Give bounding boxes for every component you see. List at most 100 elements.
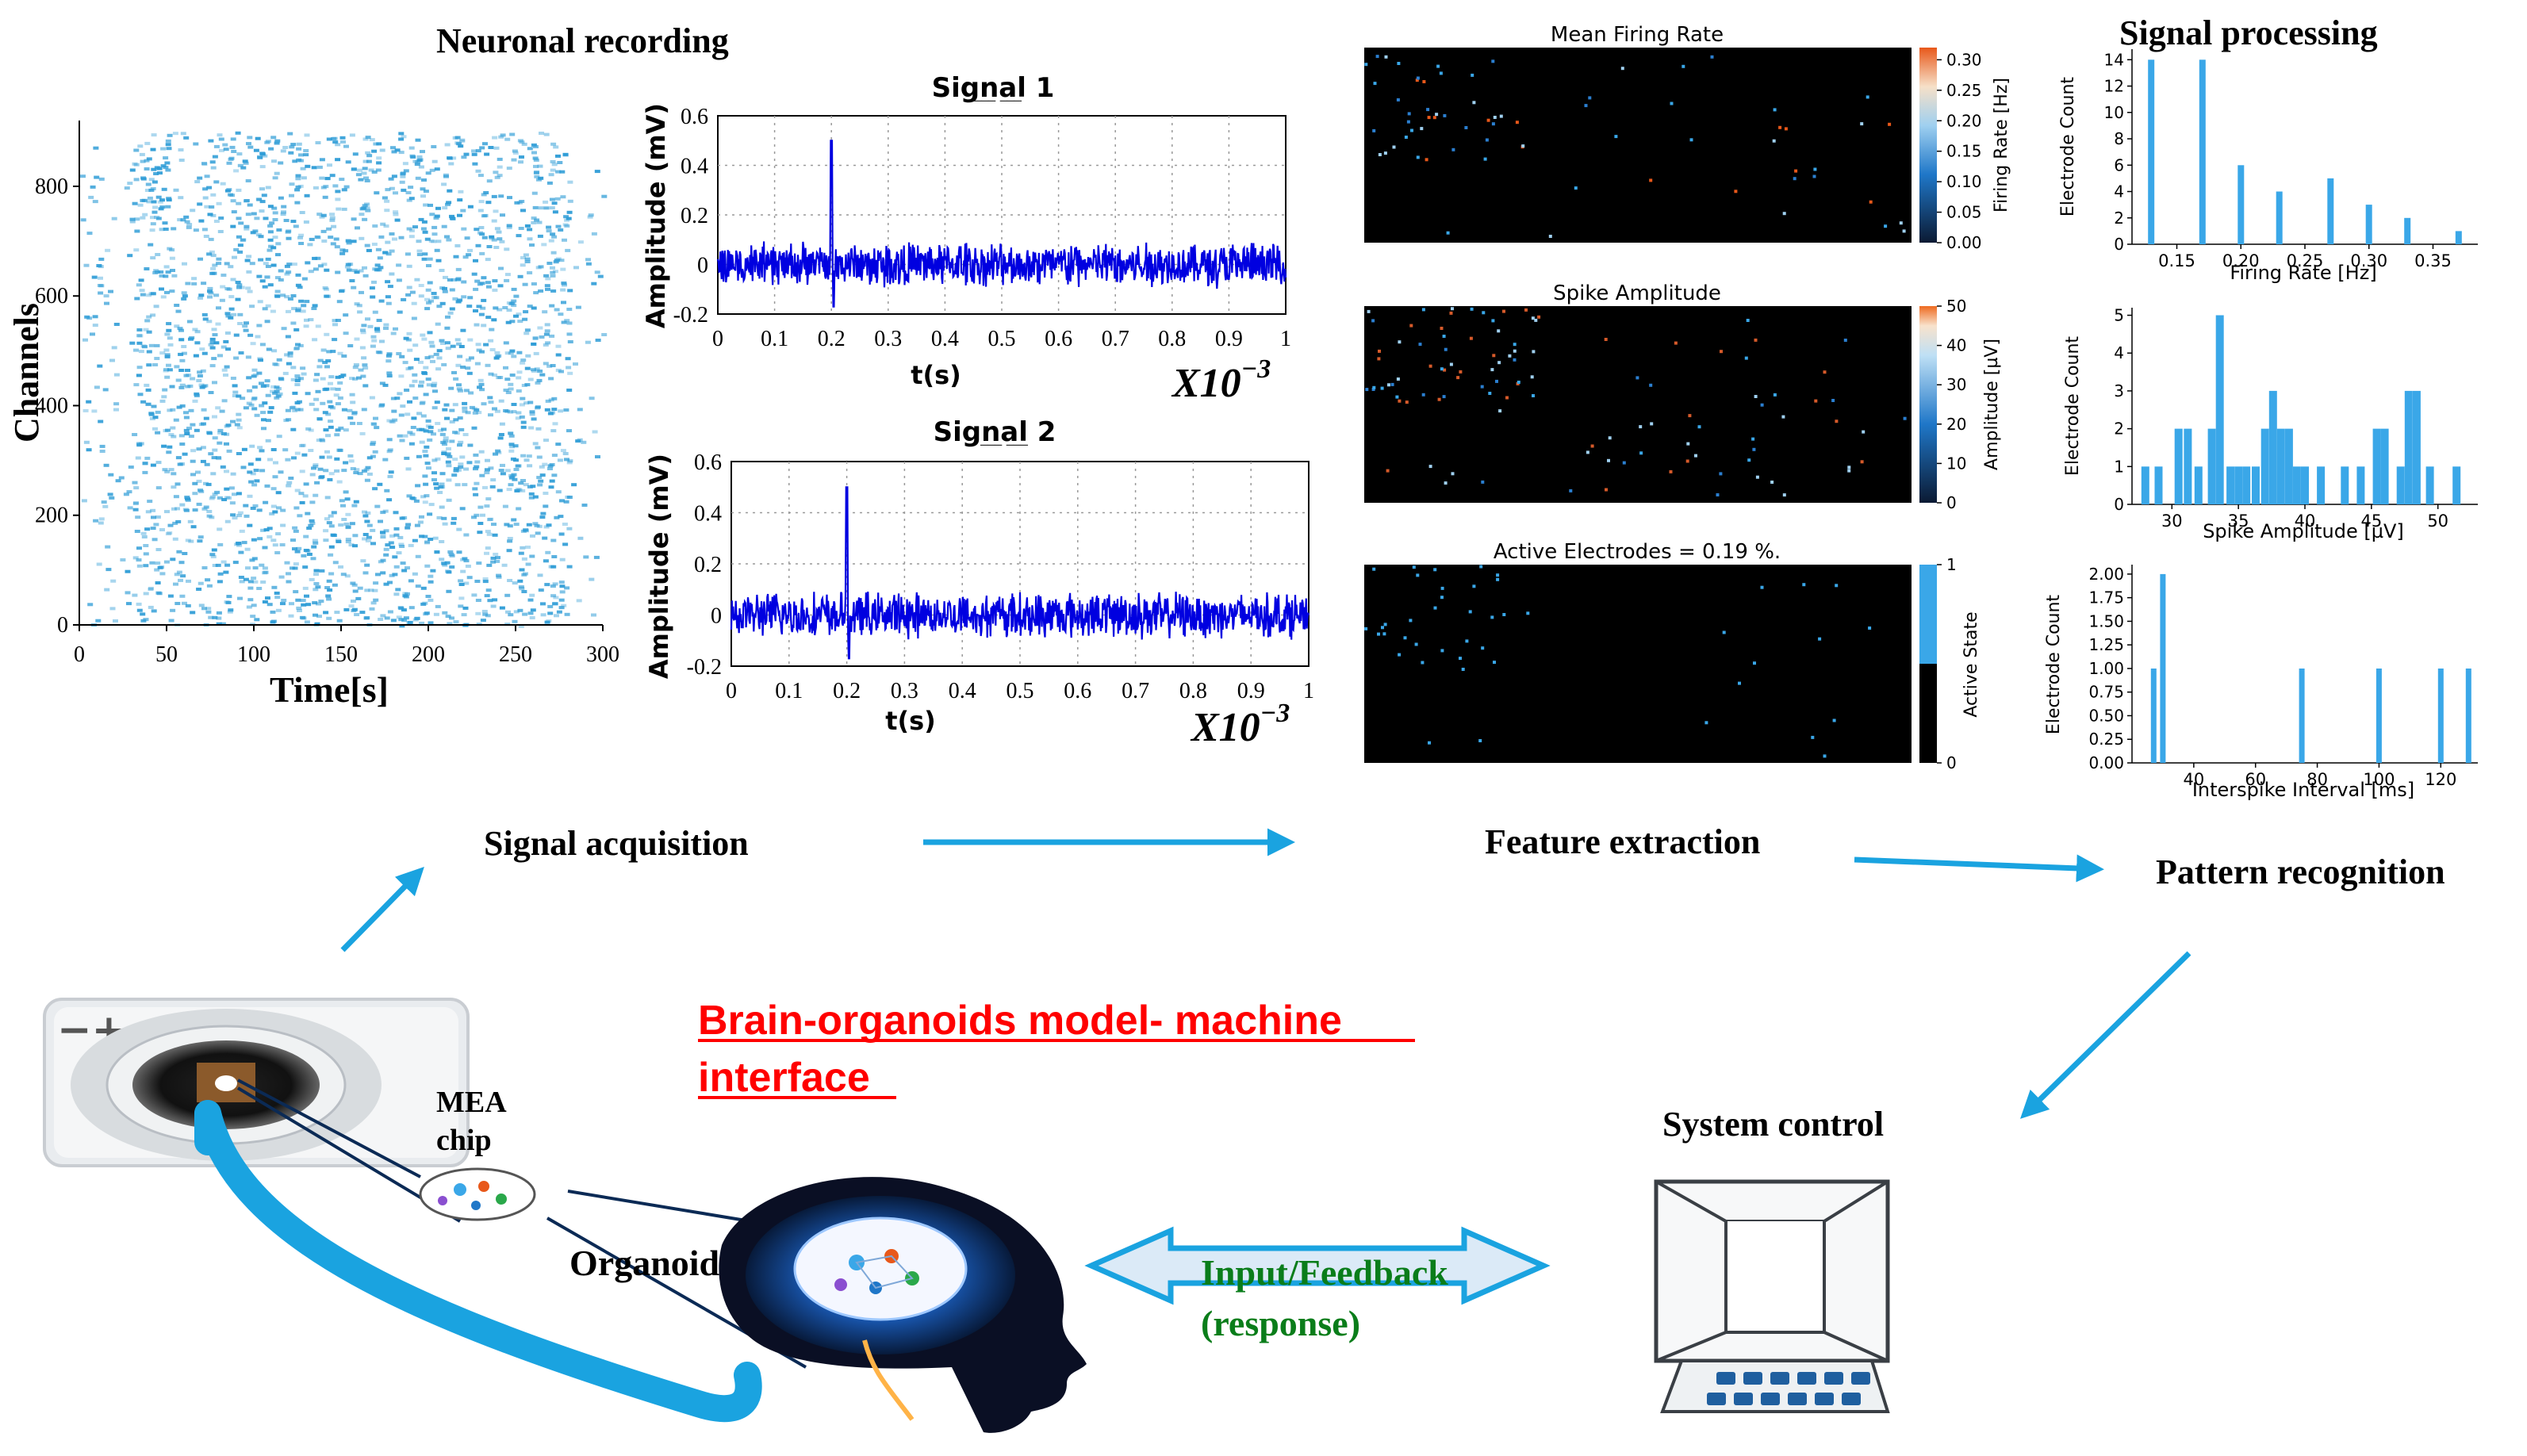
raster-spike	[146, 315, 152, 319]
raster-x-tick-label: 250	[499, 642, 532, 667]
raster-spike	[538, 588, 544, 592]
raster-spike	[559, 170, 566, 174]
raster-spike	[447, 454, 453, 458]
raster-spike	[591, 232, 597, 236]
electrode-point	[1681, 64, 1685, 68]
raster-spike	[134, 229, 140, 233]
raster-spike	[351, 583, 358, 587]
raster-spike	[170, 408, 176, 412]
raster-spike	[256, 274, 263, 278]
raster-spike	[511, 354, 517, 358]
raster-spike	[99, 450, 105, 453]
raster-spike	[434, 248, 440, 252]
raster-spike	[224, 424, 230, 428]
raster-spike	[547, 604, 554, 608]
system-control-label: System control	[1662, 1105, 1884, 1144]
raster-spike	[151, 133, 157, 137]
spike-amplitude-map	[1364, 306, 1912, 503]
raster-spike	[398, 413, 405, 417]
raster-spike	[408, 384, 415, 388]
raster-spike	[455, 363, 462, 367]
raster-spike	[183, 428, 190, 432]
raster-spike	[285, 230, 291, 234]
colorbar-tick-label: 0	[1946, 753, 1957, 772]
raster-spike	[203, 235, 209, 238]
electrode-point	[1802, 583, 1806, 587]
electrode-point	[1371, 388, 1375, 391]
raster-spike	[524, 383, 531, 387]
raster-spike	[228, 265, 234, 269]
raster-spike	[280, 293, 286, 297]
raster-spike	[425, 419, 431, 423]
raster-spike	[216, 622, 222, 626]
raster-spike	[396, 263, 402, 267]
raster-spike	[575, 305, 581, 309]
raster-spike	[201, 507, 208, 511]
electrode-point	[1428, 364, 1432, 368]
raster-spike	[504, 247, 510, 251]
raster-spike	[472, 162, 478, 166]
raster-spike	[427, 331, 433, 335]
raster-spike	[313, 588, 319, 592]
raster-spike	[386, 498, 393, 502]
raster-spike	[251, 385, 258, 389]
raster-spike	[370, 528, 376, 532]
raster-spike	[187, 384, 194, 388]
raster-spike	[434, 486, 440, 490]
raster-spike	[462, 557, 468, 561]
raster-y-tick-label: 400	[35, 393, 68, 418]
raster-spike	[243, 227, 250, 231]
raster-spike	[370, 542, 376, 546]
raster-spike	[297, 236, 303, 239]
raster-spike	[289, 602, 294, 606]
electrode-point	[1502, 613, 1506, 616]
electrode-point	[1373, 82, 1377, 86]
raster-spike	[491, 523, 497, 527]
mean-firing-rate-title: Mean Firing Rate	[1551, 23, 1724, 47]
raster-spike	[150, 256, 156, 260]
raster-spike	[155, 410, 161, 414]
spike-amplitude-hist-bar	[2226, 466, 2235, 504]
neuronal-recording-heading: Neuronal recording	[436, 21, 729, 60]
raster-spike	[223, 570, 229, 574]
raster-spike	[466, 358, 471, 362]
raster-spike	[566, 461, 573, 465]
raster-spike	[447, 550, 454, 554]
raster-spike	[325, 594, 332, 598]
raster-spike	[509, 474, 516, 478]
raster-spike	[332, 323, 338, 327]
raster-spike	[534, 523, 540, 527]
raster-spike	[236, 152, 243, 156]
raster-spike	[401, 569, 408, 573]
raster-spike	[474, 323, 480, 327]
raster-spike	[133, 178, 140, 182]
electrode-point	[1433, 568, 1437, 572]
raster-spike	[163, 429, 169, 433]
raster-spike	[328, 572, 335, 576]
raster-spike	[183, 416, 190, 420]
spike-amplitude-hist-bar	[2260, 428, 2269, 504]
raster-spike	[201, 408, 207, 412]
raster-spike	[286, 270, 292, 274]
raster-spike	[314, 622, 320, 626]
signal-2-x-tick-label: 0.9	[1237, 679, 1265, 703]
raster-spike	[313, 493, 319, 497]
raster-spike	[405, 367, 412, 371]
firing-rate-hist-bar	[2237, 165, 2245, 244]
raster-spike	[493, 356, 500, 360]
raster-spike	[483, 343, 489, 347]
mean-firing-rate-colorbar-label: Firing Rate [Hz]	[1992, 78, 2011, 213]
raster-spike	[309, 500, 316, 504]
raster-spike	[148, 178, 155, 182]
raster-spike	[365, 466, 371, 469]
raster-spike	[385, 188, 391, 192]
raster-spike	[320, 186, 327, 190]
raster-spike	[553, 596, 559, 600]
raster-spike	[247, 145, 254, 149]
raster-spike	[516, 376, 522, 380]
raster-spike	[370, 601, 377, 605]
electrode-point	[1428, 465, 1432, 469]
raster-spike	[439, 505, 445, 509]
raster-spike	[341, 518, 347, 521]
raster-spike	[533, 158, 539, 162]
